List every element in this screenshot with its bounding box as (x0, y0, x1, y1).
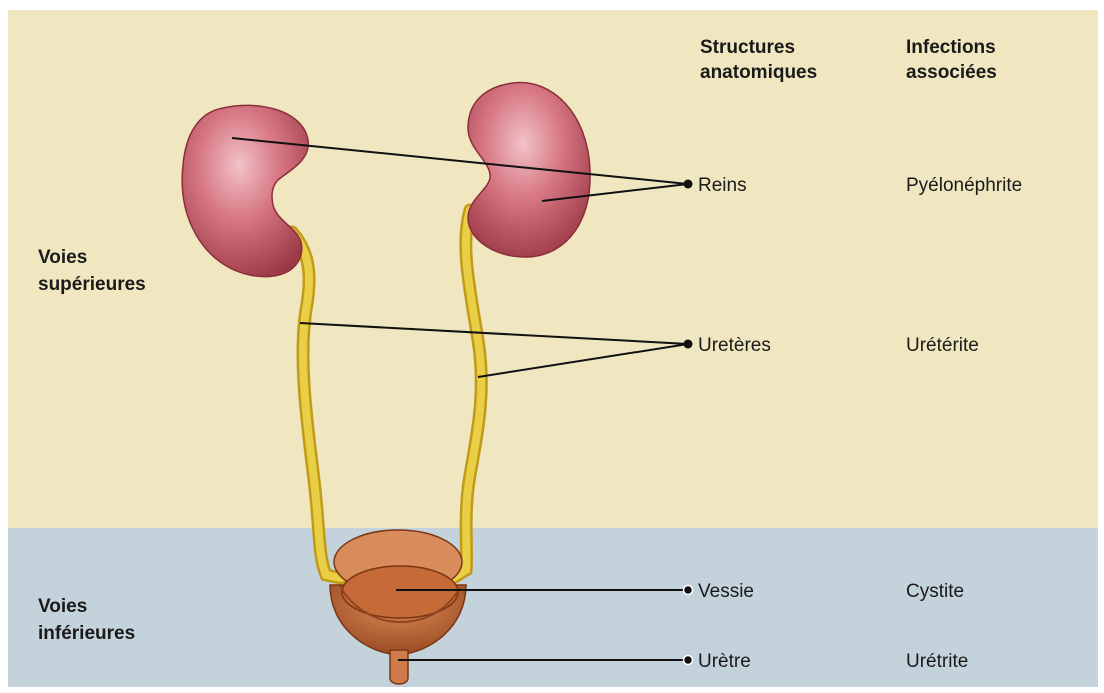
structure-uretre: Urètre (698, 651, 751, 672)
structure-reins: Reins (698, 175, 747, 196)
upper-tract-region (8, 10, 1098, 528)
infection-ureterite: Urétérite (906, 335, 979, 356)
infection-uretrite: Urétrite (906, 651, 968, 672)
structure-ureteres: Uretères (698, 335, 771, 356)
urethra (390, 650, 408, 684)
structure-vessie: Vessie (698, 581, 754, 602)
infection-cystite: Cystite (906, 581, 964, 602)
reins-marker (684, 180, 693, 189)
vessie-marker (684, 586, 693, 595)
ureteres-marker (684, 340, 693, 349)
urinary-tract-diagram: Structures anatomiques Infections associ… (8, 10, 1098, 687)
uretre-marker (684, 656, 693, 665)
infection-pyelonephrite: Pyélonéphrite (906, 175, 1022, 196)
